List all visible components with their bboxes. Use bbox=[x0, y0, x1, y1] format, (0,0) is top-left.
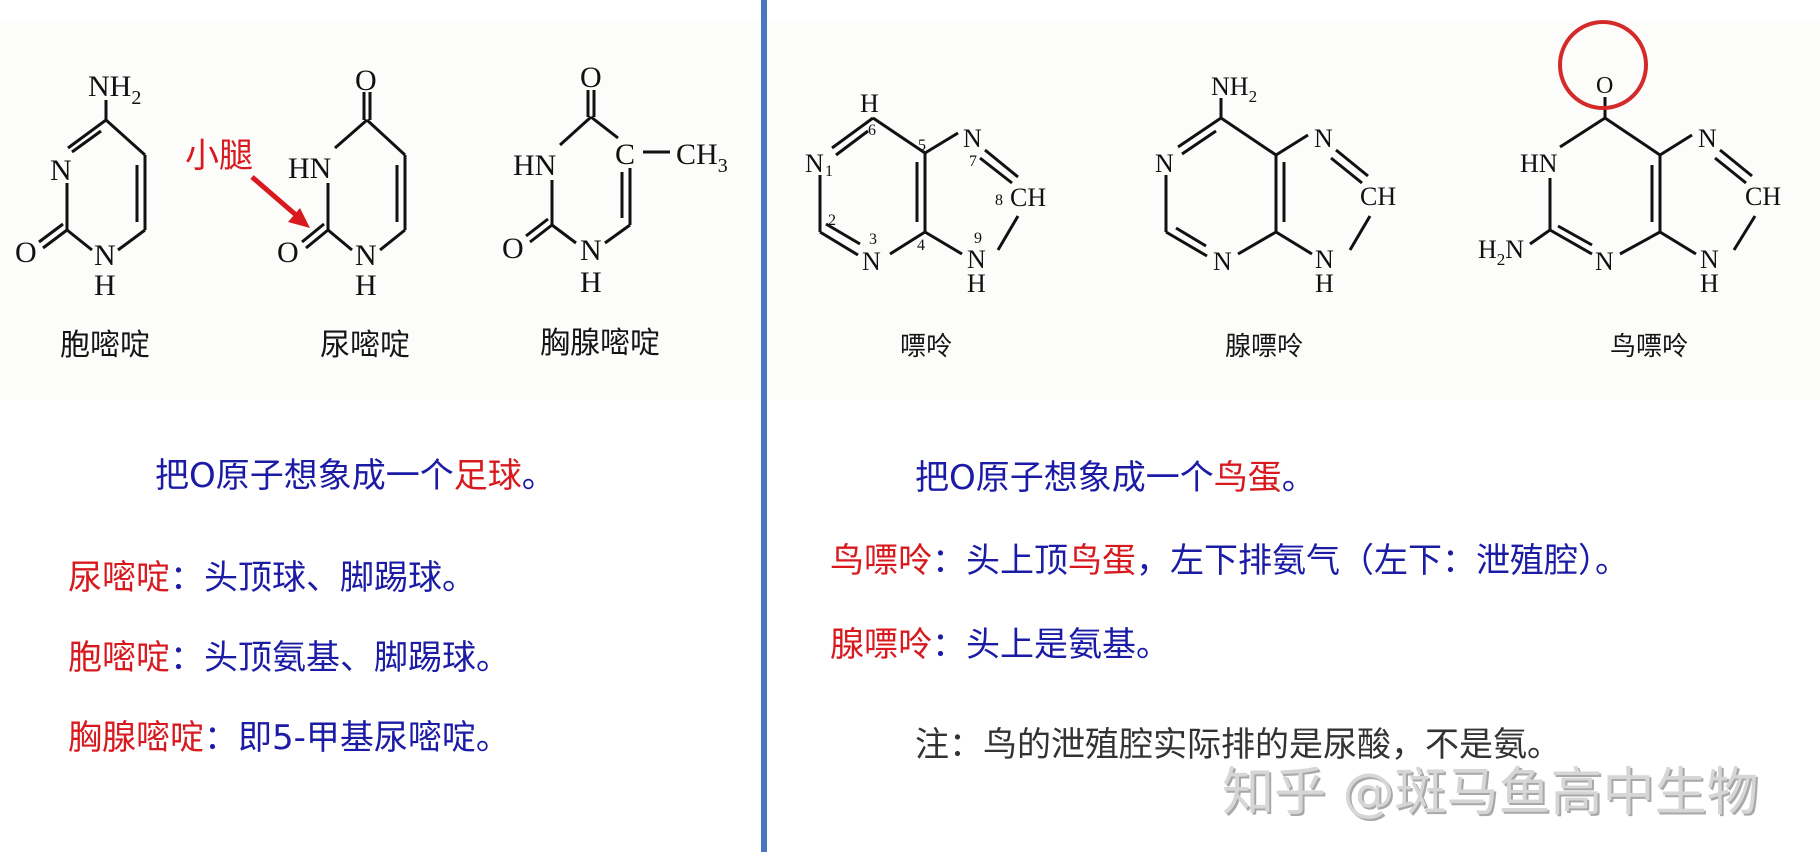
mnemonic-cytosine: 胞嘧啶：头顶氨基、脚踢球。 bbox=[68, 638, 510, 678]
svg-text:N: N bbox=[1700, 245, 1719, 274]
svg-text:2: 2 bbox=[828, 212, 836, 229]
svg-text:5: 5 bbox=[918, 137, 926, 154]
left-title: 把O原子想象成一个足球。 bbox=[155, 456, 556, 496]
svg-text:N: N bbox=[50, 154, 72, 187]
adenine-structure: NH2 N N N CH N H bbox=[1155, 72, 1396, 298]
uracil-structure: O HN O N H bbox=[277, 64, 407, 302]
uracil-label: 尿嘧啶 bbox=[320, 328, 410, 363]
oxygen-highlight-circle bbox=[1558, 20, 1648, 110]
watermark: 知乎 @斑马鱼高中生物 bbox=[1222, 763, 1759, 823]
svg-text:C: C bbox=[615, 138, 635, 171]
svg-text:N: N bbox=[967, 245, 986, 274]
annotation-leg: 小腿 bbox=[185, 136, 253, 176]
svg-text:1: 1 bbox=[825, 163, 833, 180]
svg-text:HN: HN bbox=[1520, 149, 1558, 178]
svg-text:7: 7 bbox=[969, 153, 977, 170]
svg-text:3: 3 bbox=[869, 231, 877, 248]
mnemonic-thymine: 胸腺嘧啶：即5-甲基尿嘧啶。 bbox=[68, 718, 510, 758]
cytosine-label: 胞嘧啶 bbox=[60, 328, 150, 363]
svg-text:4: 4 bbox=[917, 237, 925, 254]
svg-text:O: O bbox=[15, 236, 37, 269]
svg-text:H: H bbox=[94, 269, 116, 302]
thymine-label: 胸腺嘧啶 bbox=[540, 326, 660, 361]
svg-text:CH: CH bbox=[1745, 182, 1781, 211]
football-highlight: 足球 bbox=[453, 456, 522, 496]
svg-text:CH: CH bbox=[1010, 183, 1046, 212]
svg-text:H2N: H2N bbox=[1478, 235, 1524, 269]
svg-text:O: O bbox=[1596, 73, 1613, 99]
cytosine-structure: NH2 N O N H bbox=[15, 70, 147, 302]
svg-text:N: N bbox=[1155, 149, 1174, 178]
svg-text:8: 8 bbox=[995, 192, 1003, 209]
purine-structure: H 6 N 1 2 3 N 5 4 N 7 8 CH 9 N H bbox=[805, 89, 1046, 298]
scanned-figure-background bbox=[0, 20, 761, 400]
svg-text:N: N bbox=[1213, 247, 1232, 276]
svg-text:N: N bbox=[94, 239, 116, 272]
svg-text:H: H bbox=[580, 266, 602, 299]
svg-text:H: H bbox=[967, 269, 986, 298]
svg-text:H: H bbox=[1315, 269, 1334, 298]
svg-text:N: N bbox=[963, 124, 982, 153]
mnemonic-uracil: 尿嘧啶：头顶球、脚踢球。 bbox=[68, 558, 476, 598]
svg-text:N: N bbox=[805, 149, 824, 178]
svg-text:9: 9 bbox=[974, 230, 982, 247]
svg-text:O: O bbox=[580, 61, 602, 94]
svg-text:N: N bbox=[1595, 247, 1614, 276]
guanine-label: 鸟嘌呤 bbox=[1610, 332, 1689, 362]
egg-highlight: 鸟蛋 bbox=[1213, 458, 1282, 498]
svg-text:O: O bbox=[355, 64, 377, 97]
svg-text:HN: HN bbox=[288, 152, 331, 185]
svg-text:N: N bbox=[355, 239, 377, 272]
mnemonic-adenine: 腺嘌呤：头上是氨基。 bbox=[830, 625, 1170, 665]
purine-label: 嘌呤 bbox=[900, 332, 953, 362]
svg-text:CH: CH bbox=[1360, 182, 1396, 211]
guanine-structure: O HN H2N N N CH N H bbox=[1478, 20, 1781, 298]
svg-text:H: H bbox=[355, 269, 377, 302]
panel-divider bbox=[761, 0, 767, 852]
svg-text:6: 6 bbox=[868, 122, 876, 139]
note: 注：鸟的泄殖腔实际排的是尿酸，不是氨。 bbox=[915, 725, 1561, 765]
svg-text:N: N bbox=[1698, 124, 1717, 153]
svg-text:HN: HN bbox=[513, 149, 556, 182]
svg-text:H: H bbox=[860, 89, 879, 118]
svg-text:N: N bbox=[1315, 245, 1334, 274]
svg-text:N: N bbox=[1314, 124, 1333, 153]
svg-text:H: H bbox=[1700, 269, 1719, 298]
right-title: 把O原子想象成一个鸟蛋。 bbox=[915, 458, 1316, 498]
adenine-label: 腺嘌呤 bbox=[1225, 332, 1304, 362]
pyrimidine-panel: NH2 N O N H 胞嘧啶 小腿 O HN O N H 尿嘧啶 bbox=[0, 0, 761, 852]
scanned-figure-background bbox=[767, 20, 1820, 400]
svg-text:O: O bbox=[277, 236, 299, 269]
red-arrow-icon bbox=[250, 175, 310, 228]
svg-text:N: N bbox=[862, 247, 881, 276]
mnemonic-guanine: 鸟嘌呤：头上顶鸟蛋，左下排氨气（左下：泄殖腔）。 bbox=[830, 541, 1629, 581]
thymine-structure: O HN C CH3 O N H bbox=[502, 61, 728, 299]
svg-text:O: O bbox=[502, 232, 524, 265]
svg-text:N: N bbox=[580, 234, 602, 267]
